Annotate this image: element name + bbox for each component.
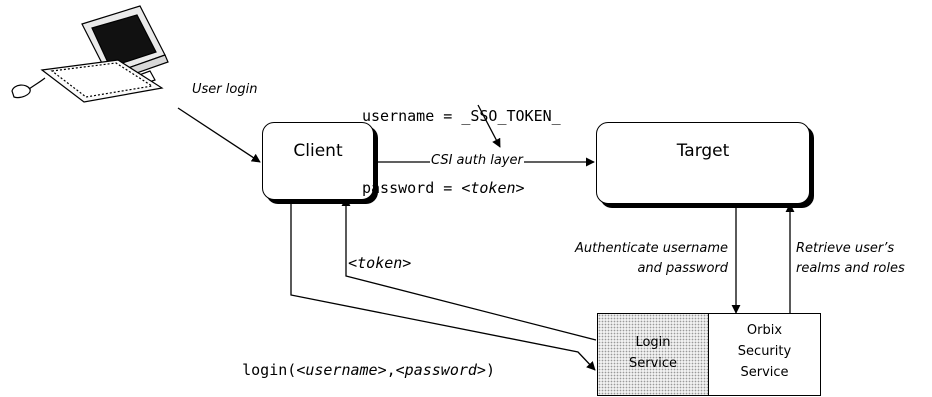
client-node: Client <box>262 122 374 200</box>
password-prefix: password = <box>362 179 462 197</box>
login-service-node: Login Service <box>597 313 709 396</box>
note-pointer-arrow <box>477 104 501 148</box>
username-line: username = _SSO_TOKEN_ <box>362 107 561 125</box>
token-text: <token> <box>348 254 412 272</box>
retrieve-line1: Retrieve user’s <box>796 241 895 256</box>
login-call-arg2: <password> <box>395 361 486 379</box>
token-label: <token> <box>312 236 411 290</box>
login-service-label-line1: Login <box>635 335 671 350</box>
token-return-arrow <box>341 197 597 341</box>
password-line: password = <token> <box>362 176 561 200</box>
authenticate-line1: Authenticate username <box>575 241 728 256</box>
login-call-arrow <box>290 203 596 371</box>
target-node: Target <box>596 122 810 204</box>
target-label: Target <box>676 141 730 161</box>
computer-icon <box>11 5 169 103</box>
csi-auth-layer-label: CSI auth layer <box>430 153 524 168</box>
client-label: Client <box>293 141 343 161</box>
authenticate-label: Authenticate username and password <box>520 239 728 279</box>
orbix-label-line2: Security <box>737 344 792 359</box>
user-login-arrow <box>177 107 261 163</box>
login-call-arg1: <username> <box>296 361 387 379</box>
password-value: <token> <box>461 179 525 197</box>
retrieve-label: Retrieve user’s realms and roles <box>796 239 905 279</box>
authenticate-line2: and password <box>637 261 728 276</box>
user-login-label: User login <box>192 82 258 97</box>
sso-credentials-note: username = _SSO_TOKEN_ password = <token… <box>362 56 561 248</box>
login-call-suffix: ) <box>485 361 495 379</box>
login-service-label-line2: Service <box>628 356 678 371</box>
login-call-prefix: login( <box>242 361 297 379</box>
orbix-label-line3: Service <box>740 365 789 380</box>
retrieve-line2: realms and roles <box>796 261 905 276</box>
login-call-sep: , <box>386 361 396 379</box>
orbix-security-service-node: Orbix Security Service <box>708 313 821 396</box>
orbix-label-line1: Orbix <box>746 323 783 338</box>
login-call-label: login(<username>,<password>) <box>206 343 495 397</box>
